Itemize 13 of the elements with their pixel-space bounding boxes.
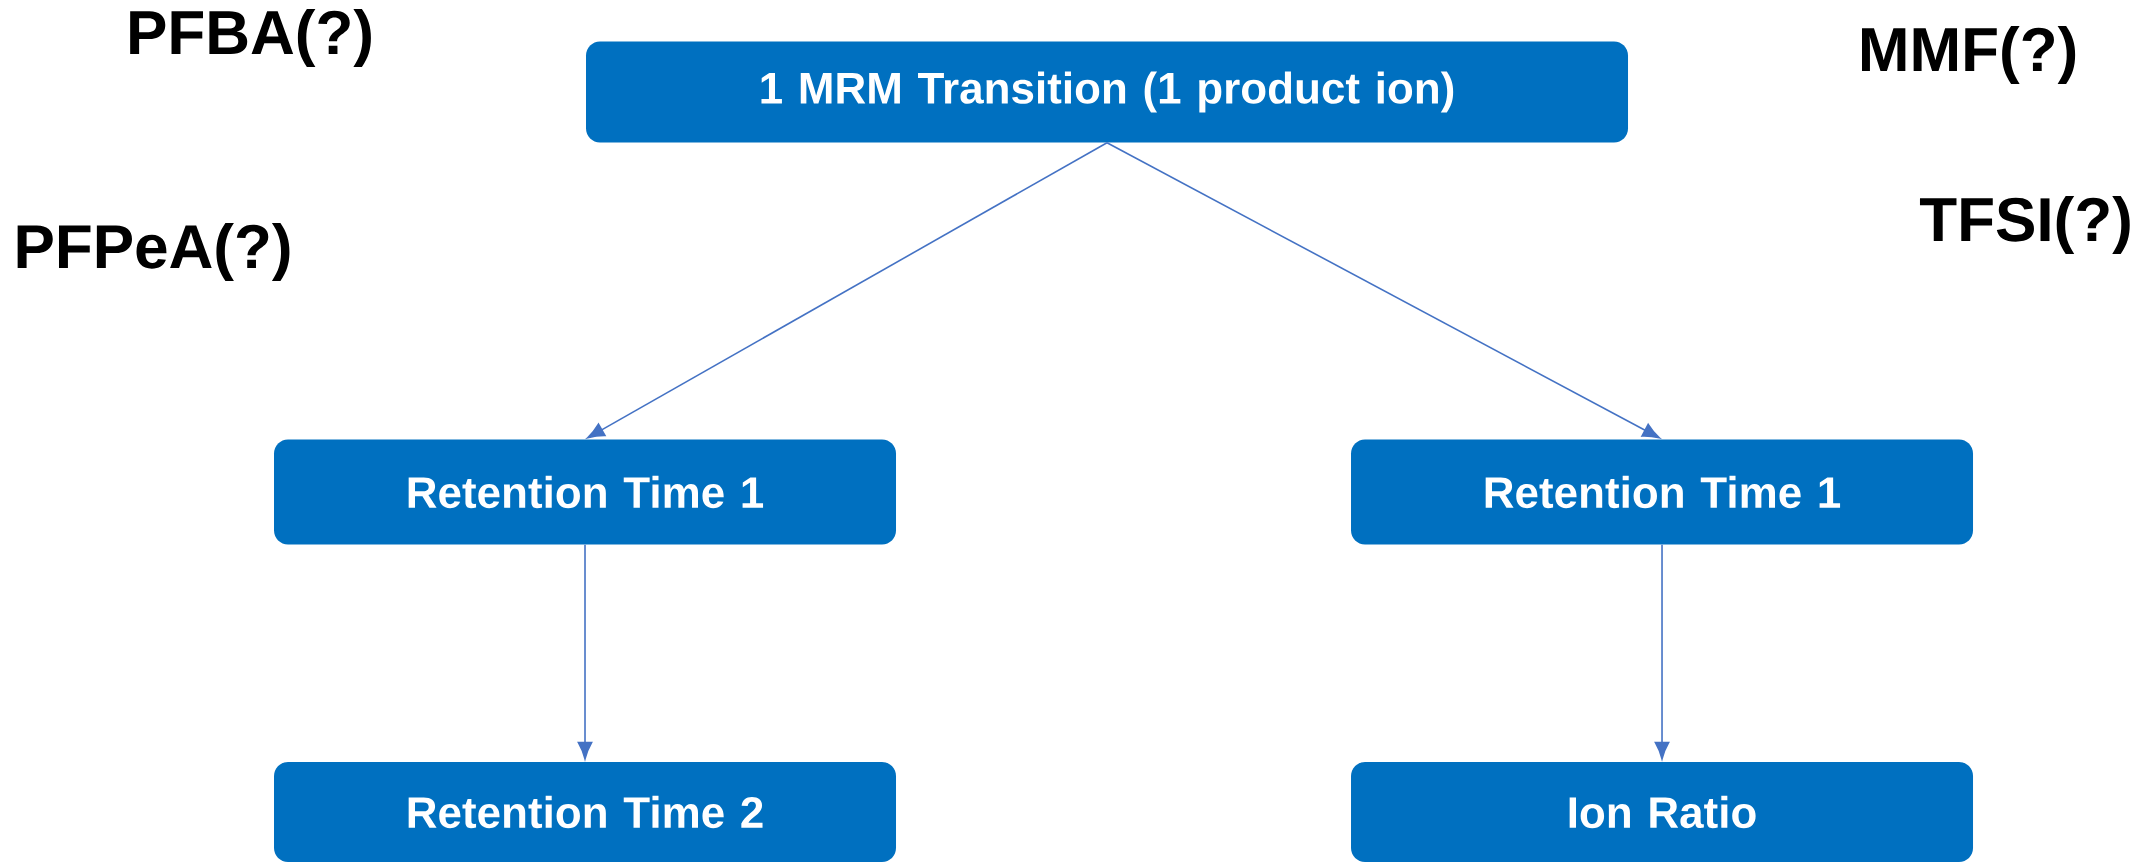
arrow — [1654, 543, 1670, 760]
process-box: Retention Time 1 — [274, 439, 896, 545]
compound-label: PFBA(?) — [130, 9, 371, 67]
compound-label: TFSI(?) — [1919, 196, 2130, 254]
arrow — [586, 141, 1108, 439]
compound-label: PFPeA(?) — [17, 223, 290, 281]
process-box: Ion Ratio — [1351, 762, 1973, 862]
process-box: 1 MRM Transition (1 product ion) — [586, 41, 1628, 143]
process-box: Retention Time 2 — [274, 762, 896, 862]
compound-label: MMF(?) — [1862, 26, 2076, 84]
arrow — [577, 543, 593, 760]
arrow — [1106, 141, 1661, 439]
process-box: Retention Time 1 — [1351, 439, 1973, 545]
